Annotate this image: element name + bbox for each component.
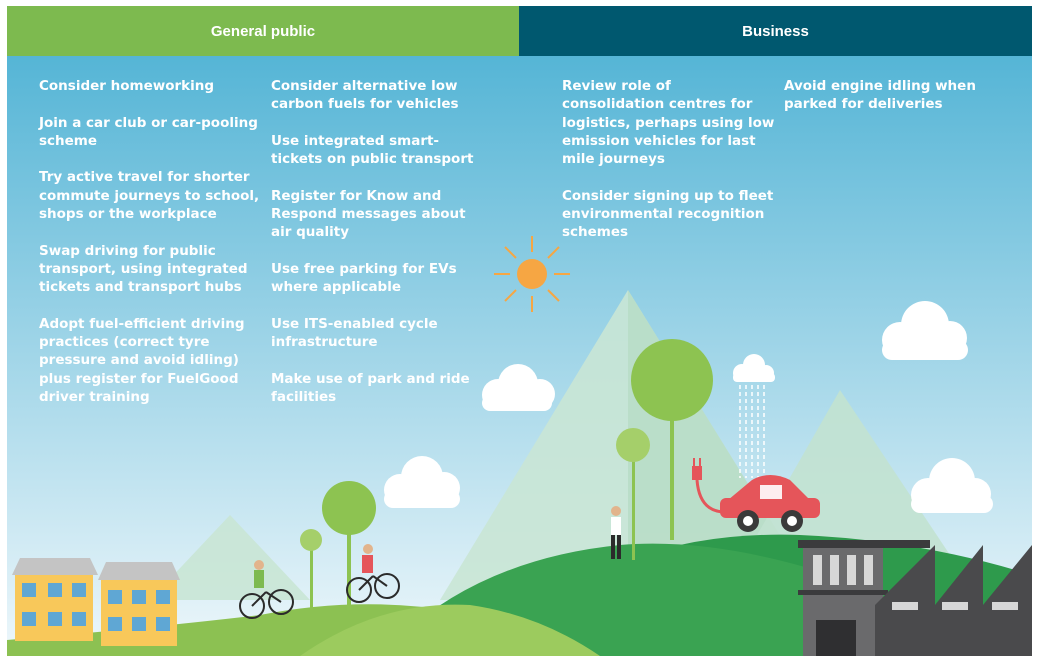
house-icon (98, 562, 180, 646)
tip-text: Use ITS-enabled cycle infrastructure (271, 315, 438, 351)
cloud-icon (482, 364, 555, 411)
hill-light-mid (300, 604, 600, 656)
general-public-column-1: Consider homeworking Join a car club or … (39, 77, 261, 425)
tip-text: Try active travel for shorter commute jo… (39, 169, 260, 223)
cloud-icon (882, 301, 968, 360)
tree-icon (300, 529, 322, 610)
person-icon (611, 506, 621, 559)
factory-icon (798, 540, 1032, 656)
tip-text: Make use of park and ride facilities (271, 370, 470, 406)
electric-car-icon (720, 475, 820, 532)
general-public-column-2: Consider alternative low carbon fuels fo… (271, 77, 481, 425)
business-column-2: Avoid engine idling when parked for deli… (784, 77, 984, 132)
tip-text: Consider homeworking (39, 78, 215, 94)
tip-text: Use integrated smart-tickets on public t… (271, 132, 474, 168)
cyclist-icon (346, 544, 400, 603)
tip-text: Consider signing up to fleet environment… (562, 187, 774, 241)
tip-text: Swap driving for public transport, using… (39, 242, 248, 296)
cloud-icon (384, 456, 460, 508)
tip-text: Use free parking for EVs where applicabl… (271, 260, 457, 296)
rain-cloud-icon (733, 354, 775, 478)
tree-icon (616, 428, 650, 560)
tip-text: Adopt fuel-efficient driving practices (… (39, 315, 245, 406)
tip-text: Register for Know and Respond messages a… (271, 187, 466, 241)
general-public-header: General public (7, 6, 519, 56)
tip-text: Review role of consolidation centres for… (562, 78, 775, 168)
tip-text: Consider alternative low carbon fuels fo… (271, 78, 459, 113)
tip-text: Join a car club or car-pooling scheme (39, 114, 258, 149)
house-icon (12, 558, 98, 641)
business-column-1: Review role of consolidation centres for… (562, 77, 777, 260)
cyclist-icon (239, 560, 294, 619)
tip-text: Avoid engine idling when parked for deli… (784, 78, 976, 113)
business-header: Business (519, 6, 1032, 56)
sun-icon (494, 236, 570, 312)
tree-icon (322, 481, 376, 610)
tree-icon (631, 339, 713, 540)
cloud-icon (911, 458, 993, 513)
mountain-left (150, 515, 310, 600)
